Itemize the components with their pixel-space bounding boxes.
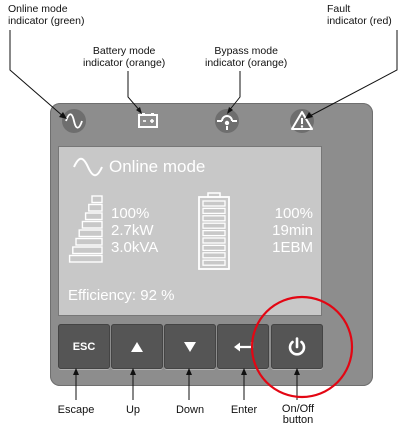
battery-indicator-callout: Battery mode indicator (orange): [83, 45, 166, 69]
load-bar: [75, 237, 103, 246]
sine-wave-icon: [59, 107, 89, 135]
on-off-button[interactable]: [271, 324, 323, 369]
battery-gauge-icon: [198, 192, 230, 270]
battery-segment: [202, 207, 226, 215]
load-bar: [78, 229, 103, 238]
power-icon: [288, 336, 306, 356]
battery-segment: [202, 244, 226, 252]
down-caption: Down: [175, 404, 205, 416]
load-power: 2.7kW: [111, 222, 154, 239]
enter-arrow-icon: [234, 341, 254, 351]
bypass-indicator-callout: Bypass mode indicator (orange): [205, 45, 288, 69]
efficiency-readout: Efficiency: 92 %: [68, 287, 175, 304]
up-button[interactable]: [111, 324, 163, 369]
load-bar: [88, 203, 103, 212]
escape-button-label: ESC: [72, 340, 96, 353]
fault-indicator-callout: Fault indicator (red): [327, 3, 392, 27]
load-percent: 100%: [111, 205, 150, 222]
battery-runtime: 19min: [272, 222, 313, 239]
battery-segment: [202, 215, 226, 222]
load-bar: [91, 195, 103, 204]
load-bar: [68, 254, 103, 263]
down-button[interactable]: [164, 324, 216, 369]
up-arrow-icon: [131, 341, 143, 352]
enter-button[interactable]: [217, 324, 269, 369]
battery-segment: [202, 200, 226, 207]
battery-segment: [202, 252, 226, 259]
battery-icon: [133, 107, 163, 135]
load-level-bars: [68, 195, 103, 263]
down-arrow-icon: [184, 341, 196, 352]
on-off-caption: On/Off button: [281, 403, 315, 426]
load-bar: [72, 246, 103, 255]
battery-segment: [202, 259, 226, 266]
escape-caption: Escape: [57, 404, 95, 416]
enter-caption: Enter: [230, 404, 258, 416]
battery-percent: 100%: [274, 205, 313, 222]
lcd-screen: Online mode 100% 2.7kW 3.0kVA 100% 19min…: [58, 146, 322, 316]
battery-segment: [202, 222, 226, 229]
online-indicator-callout: Online mode indicator (green): [8, 3, 85, 27]
mode-label: Online mode: [109, 157, 206, 176]
escape-button[interactable]: ESC: [58, 324, 110, 369]
bypass-icon: [212, 107, 242, 135]
load-bar: [84, 212, 103, 221]
warning-triangle-icon: [287, 107, 317, 135]
battery-ebm: 1EBM: [272, 239, 313, 256]
sine-wave-icon: [73, 157, 103, 177]
load-bar: [81, 220, 103, 229]
battery-segment: [202, 229, 226, 237]
battery-segment: [202, 237, 226, 244]
load-apparent-power: 3.0kVA: [111, 239, 159, 256]
up-caption: Up: [125, 404, 141, 416]
